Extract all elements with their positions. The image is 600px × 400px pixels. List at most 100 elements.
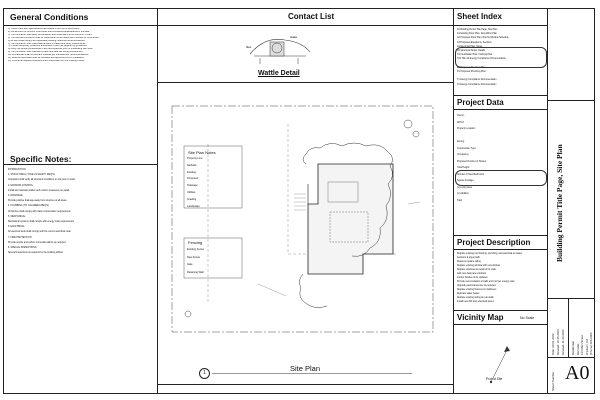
- project-data-row: Zoning:: [457, 141, 465, 143]
- site-plan-note-item: Drainage: [187, 184, 198, 188]
- vicinity-map-drawing: [489, 346, 510, 384]
- titleblock-rule-2: [547, 298, 595, 299]
- sheet-index-item: T2 Energy Compliance Documentation: [457, 83, 497, 86]
- specific-notes-title: Specific Notes:: [10, 154, 72, 164]
- titleblock-rule-1: [547, 100, 595, 101]
- specific-note-item: All electrical work shall comply with th…: [8, 231, 72, 234]
- project-description-item: Replace existing window with new window: [457, 265, 501, 267]
- sheet-index-item: T1 Energy Compliance Documentation: [457, 79, 497, 82]
- header-rule-right: [453, 25, 547, 26]
- detail-bubble: 1: [199, 368, 210, 379]
- fencing-item: Gate: [187, 263, 193, 266]
- titleblock-rule-3: [547, 357, 595, 358]
- general-condition-item: 11) Deferred submittals shall be reviewe…: [8, 57, 85, 60]
- specific-note-item: 5. MECHANICAL: [8, 215, 26, 218]
- general-condition-item: 8) Notify the design professional of any…: [8, 48, 94, 51]
- site-plan-note-item: Setback: [187, 163, 197, 167]
- sheet-border: [3, 8, 595, 394]
- vicinity-map-scale: No Scale: [520, 316, 535, 320]
- specific-note-item: 3. DRAINAGE: [8, 195, 23, 198]
- divider-titleblock: [547, 8, 548, 394]
- site-plan-note-item: Grading: [187, 197, 197, 201]
- fencing-item: Existing Fence: [187, 248, 205, 251]
- specific-note-item: 2. EROSION CONTROL: [8, 184, 34, 187]
- general-condition-item: 6) The Contractor shall coordinate all w…: [8, 42, 86, 45]
- project-data-row: APN #:: [457, 121, 465, 124]
- project-description-item: Install new 200 amp electrical panel: [457, 301, 494, 303]
- sheet-number: A0: [565, 362, 590, 384]
- specific-note-item: Mechanical systems shall comply with ene…: [8, 221, 75, 224]
- general-condition-item: 7) Provide temporary protection and eros…: [8, 45, 88, 48]
- project-description-rule-top: [453, 235, 547, 236]
- project-data-row: Construction Type:: [457, 147, 477, 150]
- specific-note-item: INTRODUCTION: [8, 169, 26, 171]
- general-condition-item: 9) The Contractor shall maintain a clean…: [8, 51, 84, 54]
- specific-note-item: 8. SPECIAL INSPECTIONS: [8, 247, 37, 250]
- project-description-item: Replace existing siding at rear walls: [457, 297, 494, 299]
- project-data-rule-top: [453, 95, 547, 96]
- project-data-row: Property Location:: [457, 128, 476, 130]
- sheet-index-list: A0 Building Permit Title Page, Site Plan…: [457, 28, 545, 92]
- sheet-index-title: Sheet Index: [457, 12, 502, 21]
- general-condition-item: 2) Construction to conform to all codes …: [8, 30, 90, 33]
- general-condition-item: 4) The General Contractor shall be respo…: [8, 36, 100, 39]
- project-data-row: Total Height:: [457, 167, 470, 169]
- general-condition-item: 10) All materials shall be new and insta…: [8, 54, 89, 57]
- site-plan-top-rule: [157, 82, 453, 83]
- specific-note-item: 6. ELECTRICAL: [8, 226, 25, 229]
- project-data-row: Total: [457, 199, 462, 202]
- specific-note-item: 7. FIRE PROTECTION: [8, 236, 32, 239]
- sheet-number-label: Sheet Number: [551, 371, 555, 391]
- project-description-item: Provide new insulation at walls and roof…: [457, 281, 515, 283]
- fencing-item: New Fence: [187, 255, 201, 259]
- specific-note-item: Provide smoke and carbon monoxide alarms…: [8, 241, 67, 244]
- site-plan-note-item: Existing: [187, 170, 197, 174]
- sheet-index-item: A1 Existing Floor Plan, Demolition Plan: [457, 33, 497, 36]
- site-plan-note-item: Landscape: [187, 204, 200, 208]
- sheet-title-text: Building Permit Title Page, Site Plan: [555, 144, 564, 262]
- fencing-title: Fencing: [188, 240, 203, 245]
- site-plan-notes-title: Site Plan Notes: [188, 150, 216, 155]
- titleblock-date: Revised: 11.20.2023: [561, 329, 566, 355]
- divider-middle-right: [453, 8, 454, 394]
- project-data-row: Owner:: [457, 115, 465, 117]
- sheet-index-item: T24 Title 24 Energy Compliance Documenta…: [457, 58, 506, 61]
- sheet-index-item: A4 Electrical Plan, Notes: [457, 45, 483, 48]
- wattle-detail-svg: stake flow: [246, 35, 311, 64]
- project-data-row: Square Footage:: [457, 180, 475, 182]
- project-description-title: Project Description: [457, 238, 531, 247]
- sheet-index-item: S1 Foundation Plan, Framing Plan: [457, 54, 493, 57]
- site-plan-caption: Site Plan: [290, 364, 321, 373]
- project-description-item: Replace existing roof framing, plumbing,…: [457, 253, 523, 255]
- site-plan-bottom-rule: [157, 384, 453, 385]
- project-description-list: Replace existing roof framing, plumbing,…: [457, 252, 545, 308]
- site-plan-drawing: [171, 105, 434, 333]
- fencing-item: Retaining Wall: [187, 270, 204, 274]
- sheet-title: Building Permit Title Page, Site Plan: [555, 132, 564, 262]
- project-data-title: Project Data: [457, 98, 504, 107]
- specific-note-item: 1. STRUCTURAL (TITLE 24 SAFETY REQ'S): [8, 174, 55, 177]
- general-condition-item: 5) All work shall comply with applicable…: [8, 39, 86, 42]
- sheet-index-item: A2 Proposed Floor Plan, Roof & Window Sc…: [457, 37, 509, 40]
- project-description-item: Upgrade electrical service as required: [457, 285, 496, 287]
- svg-text:flow: flow: [246, 45, 252, 49]
- specific-note-item: All fixtures shall comply with water con…: [8, 210, 72, 213]
- sheet-index-item: P1 Proposed Plumbing Plan: [457, 71, 486, 74]
- wattle-detail-label: Wattle Detail: [258, 70, 300, 77]
- site-plan-note-item: Proposed: [187, 177, 199, 181]
- project-description-item: Replace existing fixtures per CalGreen: [457, 289, 497, 291]
- wattle-detail-drawing: stake flow: [240, 28, 320, 68]
- site-plan-note-item: Utilities: [187, 190, 196, 194]
- sheet-index-revision-cloud: [455, 47, 547, 68]
- specific-note-item: 4. PLUMBING (TO CALGREEN REQ'S): [8, 205, 49, 208]
- detail-number: 1: [203, 370, 206, 376]
- divider-left: [157, 8, 158, 394]
- general-condition-item: 1) These Plans and Specifications are sh…: [8, 28, 80, 30]
- project-description-item: Repair & replace siding: [457, 261, 481, 263]
- sheet-index-item: A5 Structural Notes, Details: [457, 50, 486, 53]
- project-data-row: (n) Addition: [457, 193, 469, 195]
